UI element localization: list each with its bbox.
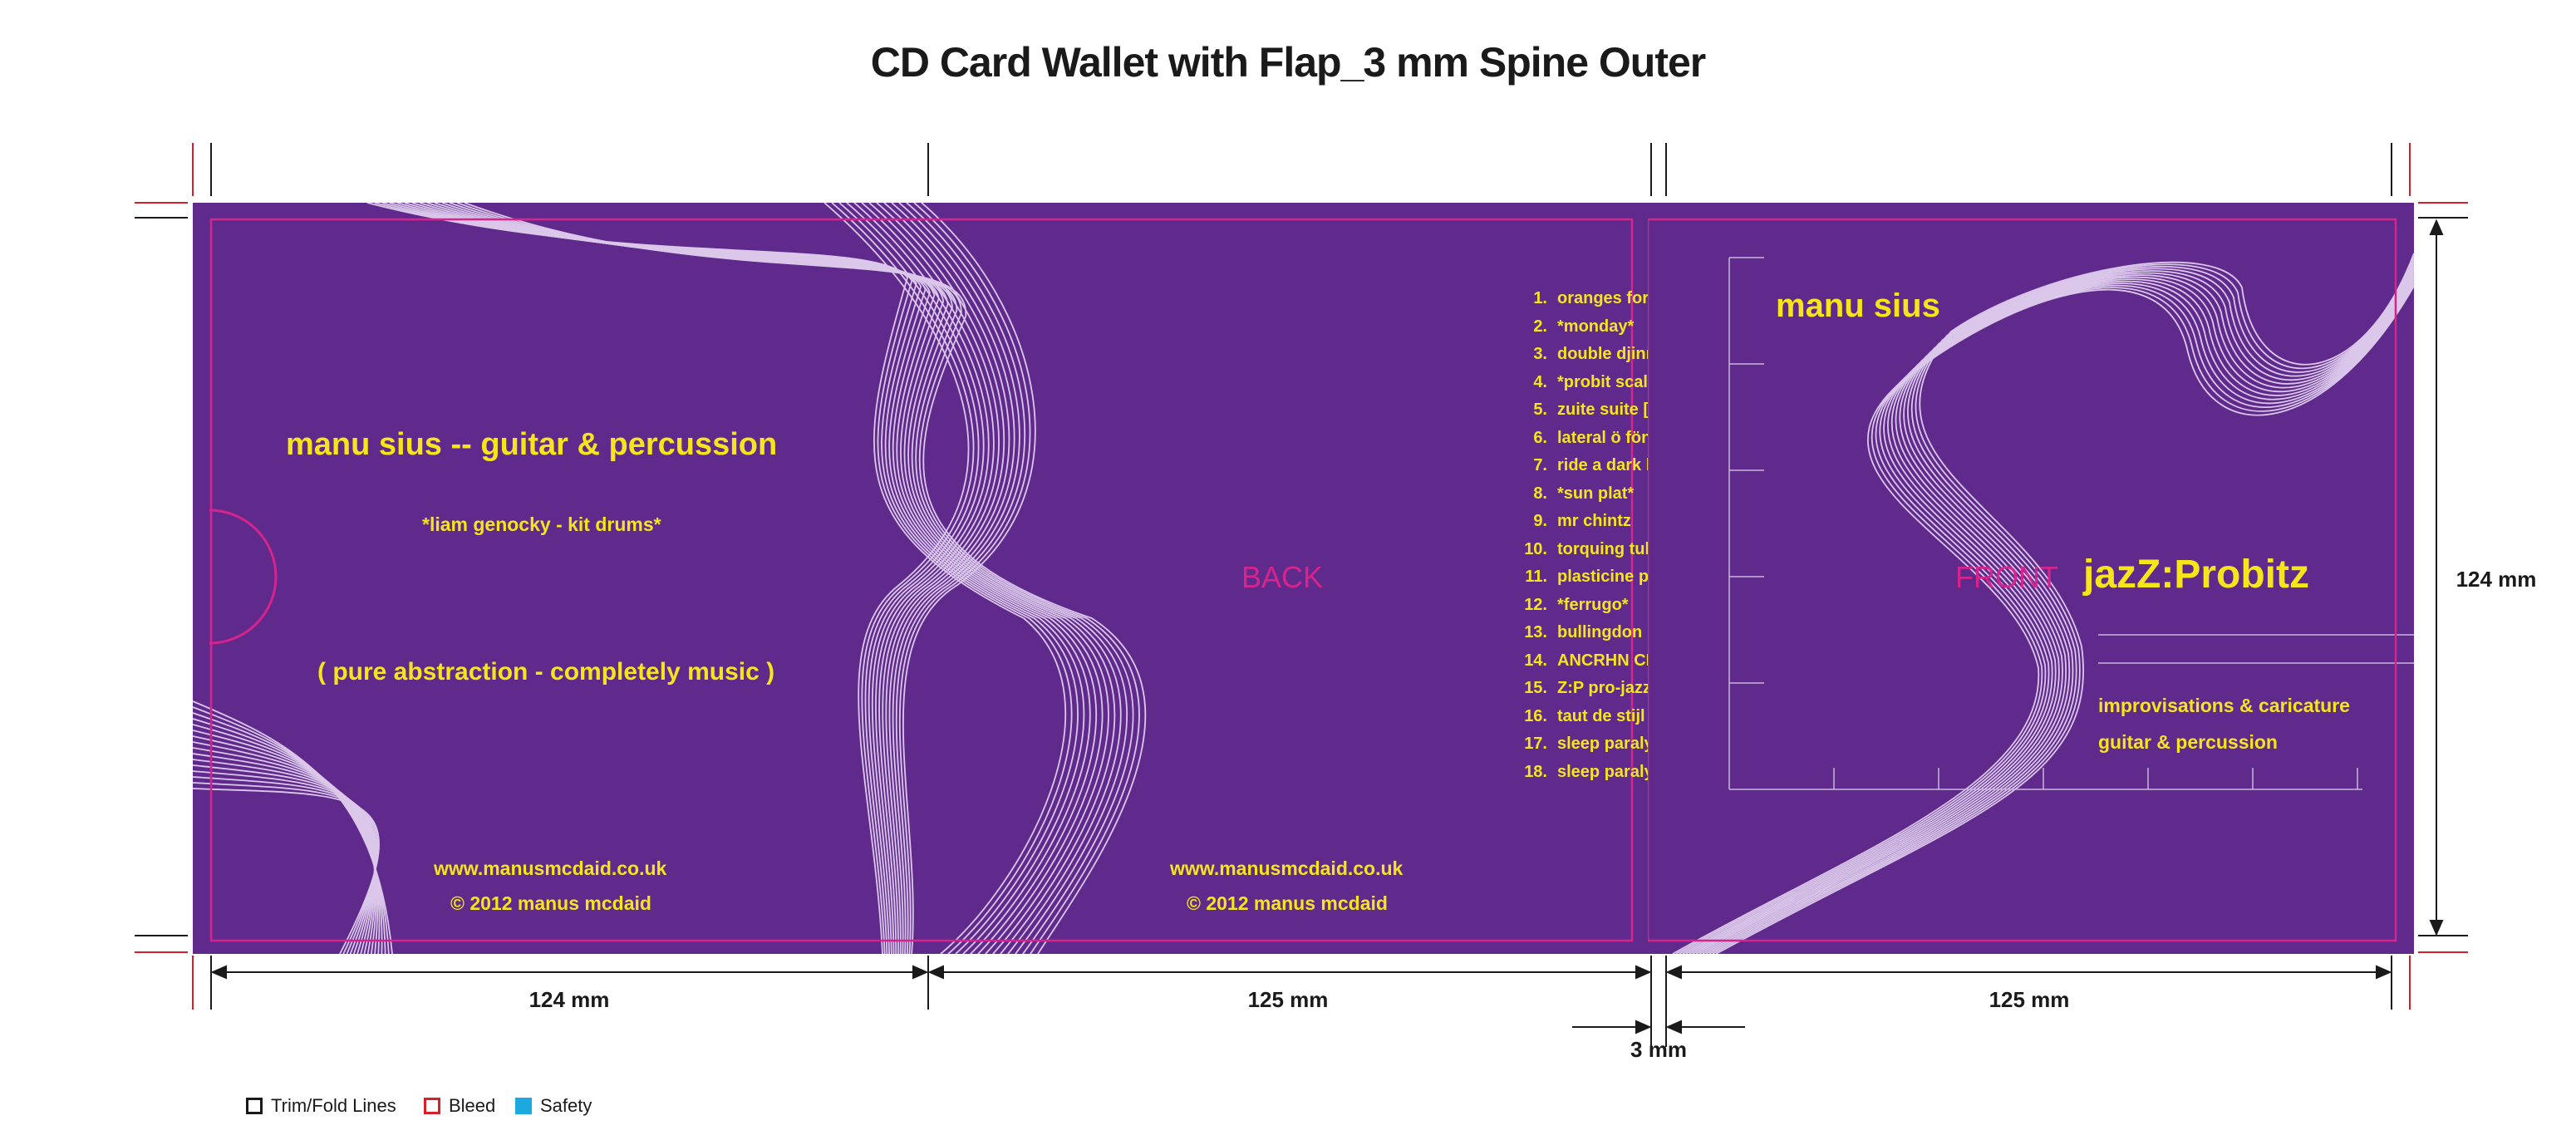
track-name: taut de stijl [1557,706,1645,725]
track-item: 1. oranges for ornetto [1514,289,1648,308]
page-title: CD Card Wallet with Flap_3 mm Spine Oute… [870,39,1707,86]
track-number: 15. [1524,679,1547,697]
track-item: 8. *sun plat* [1514,484,1634,504]
tagline: ( pure abstraction - completely music ) [317,658,775,686]
guest-line: *liam genocky - kit drums* [422,514,661,535]
front-artist: manu sius [1776,287,1940,324]
legend-trim: Trim/Fold Lines [246,1095,396,1117]
track-item: 4. *probit scales* [1514,373,1648,392]
track-item: 6. lateral ö fön [1514,429,1648,448]
legend-safety-label: Safety [540,1095,592,1116]
track-name: Z:P pro-jazz [1557,679,1648,697]
track-item: 11. plasticine period [1514,568,1648,587]
front-wave-decoration [1648,218,2414,954]
track-number: 18. [1524,762,1547,781]
track-name: ride a dark horse [1557,456,1648,474]
track-item: 16. taut de stijl [1514,706,1645,726]
track-item: 13. bullingdon [1514,623,1642,642]
track-name: bullingdon [1557,623,1643,641]
track-number: 7. [1533,456,1547,474]
front-label: FRONT [1955,560,2058,594]
track-item: 3. double djinns [1514,345,1648,364]
track-item: 10. torquing tulips [1514,540,1648,559]
track-name: lateral ö fön [1557,428,1648,447]
ruler-decoration [1728,257,2414,790]
track-name: *ferrugo* [1557,595,1629,614]
track-number: 1. [1533,289,1547,307]
track-number: 5. [1533,401,1547,419]
track-name: sleep paralysis II [1557,762,1648,781]
track-item: 18. sleep paralysis II [1514,763,1648,782]
track-name: *sun plat* [1557,484,1635,503]
track-item: 14. ANCRHN CII 50 [1514,651,1648,671]
safety-swatch [515,1098,532,1114]
track-item: 9. mr chintz [1514,512,1631,531]
legend-bleed: Bleed [424,1095,495,1117]
legend-trim-label: Trim/Fold Lines [271,1095,396,1116]
left-width-label: 124 mm [528,987,610,1012]
spine-width-label: 3 mm [1630,1037,1687,1062]
track-number: 12. [1524,595,1547,614]
track-name: sleep paralysis I [1557,735,1648,753]
track-name: double djinns [1557,345,1648,363]
track-number: 14. [1524,651,1547,670]
height-label: 124 mm [2456,567,2537,592]
copyright-right: © 2012 manus mcdaid [1187,892,1388,914]
track-number: 4. [1533,372,1547,391]
track-name: torquing tulips [1557,539,1648,558]
copyright-left: © 2012 manus mcdaid [450,892,651,914]
track-number: 11. [1525,568,1547,586]
track-number: 3. [1533,345,1547,363]
trim-swatch [246,1098,263,1114]
track-name: *monday* [1557,317,1635,336]
track-item: 2. *monday* [1514,317,1634,337]
track-number: 6. [1533,428,1547,447]
artist-line: manu sius -- guitar & percussion [286,427,778,462]
website-right: www.manusmcdaid.co.uk [1170,858,1404,879]
track-name: zuite suite [transatlantic] [1557,401,1648,419]
track-number: 10. [1524,539,1547,558]
track-name: ANCRHN CII 50 [1557,651,1648,670]
right-width-label: 125 mm [1989,987,2070,1012]
track-item: 17. sleep paralysis I [1514,735,1648,754]
bleed-swatch [424,1098,440,1114]
track-item: 7. ride a dark horse [1514,456,1648,475]
track-number: 9. [1533,512,1547,530]
front-subtitle-1: improvisations & caricature [2098,695,2350,716]
legend-bleed-label: Bleed [449,1095,496,1116]
back-label: BACK [1241,560,1324,594]
album-title: jazZ:Probitz [2083,553,2309,597]
track-name: *probit scales* [1557,372,1648,391]
back-panel: manu sius -- guitar & percussion *liam g… [193,203,1648,954]
track-number: 2. [1533,317,1547,336]
track-number: 8. [1533,484,1547,503]
track-name: plasticine period [1557,568,1648,586]
front-panel: manu sius FRONT jazZ:Probitz improvisati… [1648,203,2414,954]
track-item: 12. *ferrugo* [1514,595,1629,615]
front-subtitle-2: guitar & percussion [2098,731,2278,753]
track-number: 13. [1524,623,1547,641]
middle-width-label: 125 mm [1247,987,1329,1012]
track-number: 16. [1524,706,1547,725]
track-name: oranges for ornetto [1557,289,1648,307]
track-item: 5. zuite suite [transatlantic] [1514,401,1648,420]
track-name: mr chintz [1557,512,1631,530]
website-left: www.manusmcdaid.co.uk [434,858,667,879]
track-item: 15. Z:P pro-jazz [1514,679,1648,698]
track-number: 17. [1524,735,1547,753]
legend-safety: Safety [515,1095,592,1117]
wave-lines-decoration [193,203,1634,954]
